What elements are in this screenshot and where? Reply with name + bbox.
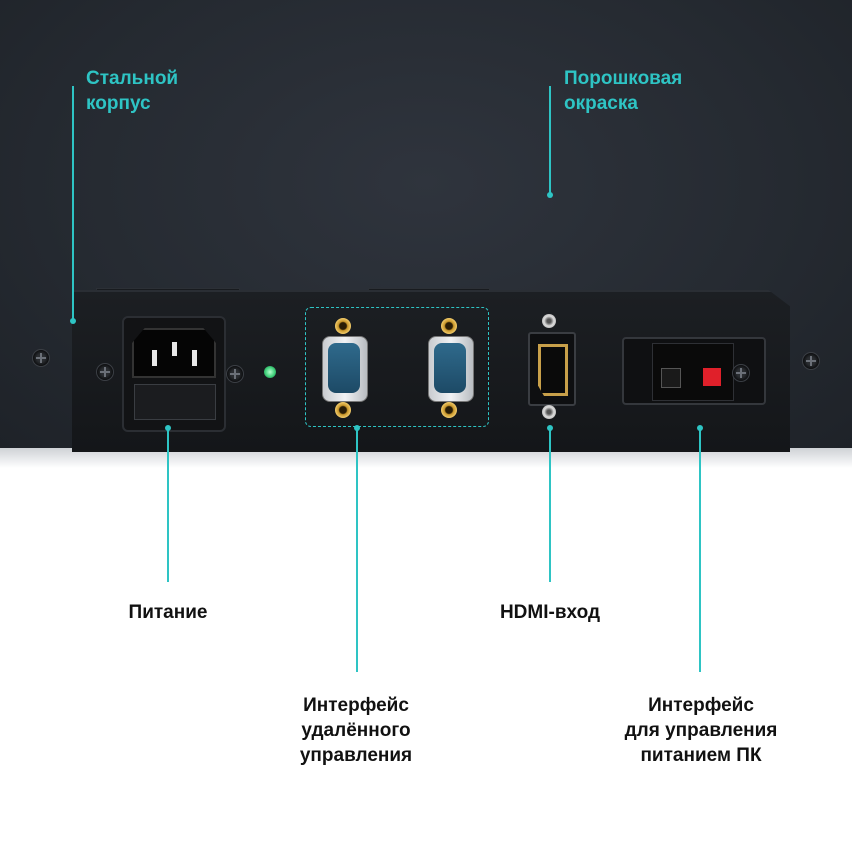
callout-line-pc-power — [699, 428, 701, 672]
callout-line-power — [167, 428, 169, 582]
db9-connector-1 — [322, 336, 368, 402]
callout-line-steel — [72, 86, 74, 322]
label-steel-body: Стальной корпус — [86, 68, 179, 114]
db9-nut — [335, 318, 351, 334]
callout-dot-steel — [70, 318, 76, 324]
db9-nut — [441, 318, 457, 334]
hdmi-screw-top — [542, 314, 556, 328]
body-screw-left — [32, 349, 50, 367]
callout-line-coating — [549, 86, 551, 194]
fuse-holder — [134, 384, 216, 420]
callout-line-hdmi — [549, 428, 551, 582]
hdmi-port — [528, 332, 576, 406]
terminal-screw-right — [732, 364, 750, 382]
callout-dot-coating — [547, 192, 553, 198]
remote-interface-highlight — [305, 307, 489, 427]
db9-nut — [441, 402, 457, 418]
callout-line-remote — [356, 428, 358, 672]
label-power: Питание — [128, 602, 208, 623]
label-pc-power-interface: Интерфейс для управления питанием ПК — [624, 695, 778, 766]
device-shadow — [0, 448, 852, 468]
label-powder-coating: Порошковая окраска — [564, 68, 683, 114]
hdmi-screw-bottom — [542, 405, 556, 419]
power-screw-left — [96, 363, 114, 381]
db9-connector-2 — [428, 336, 474, 402]
power-screw-right — [226, 365, 244, 383]
db9-nut — [335, 402, 351, 418]
status-led — [264, 366, 276, 378]
label-hdmi-input: HDMI-вход — [499, 602, 601, 623]
power-socket — [132, 328, 216, 378]
body-screw-right — [802, 352, 820, 370]
label-remote-interface: Интерфейс удалённого управления — [299, 695, 413, 766]
power-inlet — [122, 316, 226, 432]
